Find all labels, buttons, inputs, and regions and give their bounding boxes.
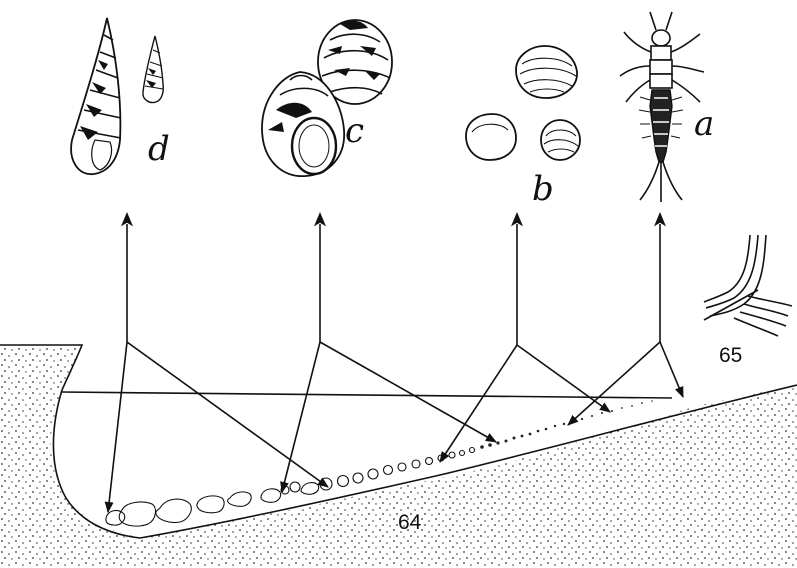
sediment-bank [0,345,797,568]
label-a: a [694,104,714,144]
figure-number-inset: 65 [719,344,742,367]
pond-snail-shells-icon [262,20,392,176]
bivalve-shells-icon [466,46,580,160]
figure-number-main: 64 [398,511,422,534]
inset-stem-drawing [704,235,792,336]
label-b: b [532,169,554,209]
label-d: d [148,129,170,169]
label-c: c [345,111,364,151]
insect-larva-icon [620,12,704,202]
